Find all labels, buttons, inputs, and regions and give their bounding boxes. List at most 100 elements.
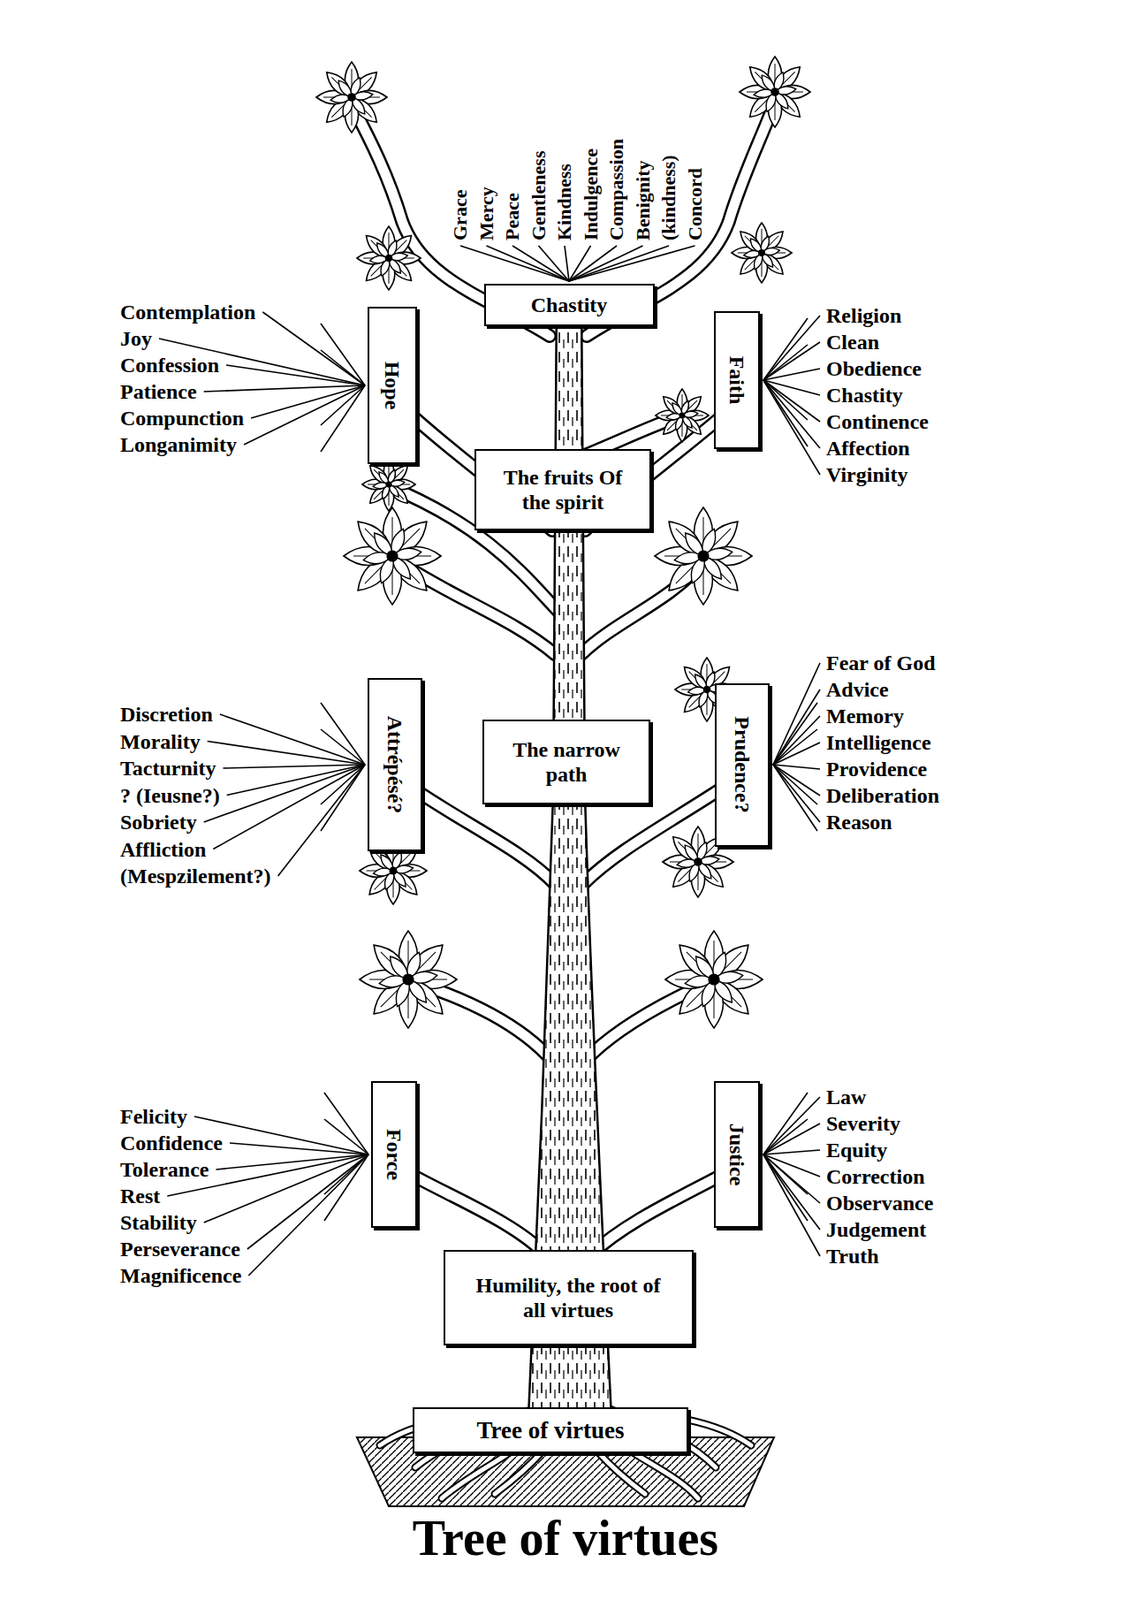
virtue-label: Religion (826, 303, 902, 328)
petal (364, 865, 398, 899)
leader-ray (763, 1153, 808, 1221)
leader-ray (569, 245, 669, 281)
banner-text: Prudence? (729, 715, 755, 813)
virtue-label: Discretion (120, 701, 213, 727)
vertical-banner: Force (371, 1080, 418, 1228)
leader-ray (204, 1153, 369, 1223)
leader-ray (773, 715, 820, 765)
virtue-label: Mercy (475, 186, 499, 241)
leader-ray (763, 318, 808, 380)
virtue-label: Sobriety (120, 809, 198, 835)
virtue-label: Affliction (120, 836, 206, 862)
flower-center (385, 254, 394, 263)
petal (347, 67, 382, 102)
petal (321, 92, 357, 128)
diagram-title: Tree of virtues (0, 1509, 1131, 1566)
leader-ray (773, 764, 820, 769)
vertical-banner: Attrépésé? (367, 677, 423, 851)
virtue-label: (kindness) (657, 154, 681, 241)
leader-ray (229, 1142, 369, 1154)
petal (736, 248, 766, 278)
leader-ray (320, 323, 365, 386)
leader-ray (243, 385, 365, 445)
virtue-label: Joy (120, 326, 152, 351)
virtue-label: Indulgence (579, 148, 603, 241)
virtue-label: Morality (120, 728, 201, 754)
flower (739, 56, 811, 128)
flower (359, 930, 457, 1028)
flower (654, 507, 752, 605)
banner-text: Hope (379, 361, 405, 410)
branch (581, 561, 703, 654)
leader-ray (569, 245, 617, 281)
flower-center (386, 549, 398, 562)
virtue-label: Confession (120, 352, 220, 378)
vertical-banner: Prudence? (714, 683, 770, 847)
leader-ray (215, 1153, 369, 1169)
leader-ray (763, 1118, 808, 1154)
banner-text: The narrow path (508, 736, 624, 787)
flower (665, 930, 763, 1028)
leader-ray (320, 702, 365, 765)
virtue-label: Kindness (553, 163, 577, 241)
flower-center (402, 972, 414, 985)
leader-ray (773, 764, 820, 822)
banner: Tree of virtues (412, 1406, 689, 1453)
banner-text: Humility, the root of all virtues (475, 1272, 661, 1322)
leader-ray (247, 1153, 369, 1249)
petal (667, 857, 703, 892)
virtue-label: Judgement (826, 1216, 927, 1242)
leader-ray (763, 1153, 820, 1230)
flower-center (678, 411, 685, 418)
leader-ray (207, 741, 365, 766)
flower-center (703, 685, 712, 694)
leader-ray (204, 764, 365, 822)
vertical-banner: Justice (713, 1080, 760, 1228)
leader-ray (222, 764, 365, 768)
virtue-label: Tacturnity (120, 755, 216, 781)
leader-ray (763, 1149, 820, 1154)
leader-rays (159, 245, 820, 1276)
leader-ray (460, 245, 570, 281)
virtue-label: Obedience (826, 356, 922, 381)
leader-ray (763, 344, 808, 380)
virtue-label: Concord (683, 167, 707, 241)
leader-ray (763, 379, 808, 447)
flower (343, 507, 441, 605)
flower-center (388, 865, 397, 874)
virtue-label: Grace (448, 189, 472, 241)
flower-center (693, 857, 703, 866)
virtue-label: Tolerance (120, 1156, 209, 1182)
leader-ray (538, 245, 570, 281)
virtue-label: Advice (826, 676, 889, 702)
leader-ray (773, 689, 820, 765)
petal (678, 393, 705, 419)
virtue-label: Clean (826, 329, 880, 355)
banner-text: The fruits Of the spirit (500, 464, 625, 515)
petal (757, 227, 787, 257)
virtue-label: Virginity (826, 462, 908, 487)
virtue-label: Severity (826, 1110, 901, 1136)
leader-ray (564, 245, 570, 281)
virtue-label: (Mespzilement?) (120, 863, 272, 889)
petal (385, 462, 411, 488)
leader-ray (763, 368, 820, 380)
virtue-label: Law (826, 1084, 866, 1109)
leader-ray (763, 1092, 808, 1154)
virtue-label: Patience (120, 379, 198, 404)
branch (581, 561, 703, 654)
branch (397, 1166, 547, 1255)
leader-ray (773, 728, 818, 765)
flower-center (707, 972, 720, 985)
leader-ray (512, 245, 570, 281)
flower-center (347, 92, 357, 102)
petal (680, 684, 712, 716)
flowers (316, 56, 811, 1028)
leader-ray (569, 245, 696, 281)
flower (356, 226, 421, 290)
virtue-label: Equity (826, 1137, 888, 1162)
vertical-banner: Faith (713, 311, 760, 449)
virtue-label: ? (Ieusne?) (120, 782, 221, 808)
virtue-label: Confidence (120, 1130, 223, 1155)
leader-ray (773, 764, 818, 831)
